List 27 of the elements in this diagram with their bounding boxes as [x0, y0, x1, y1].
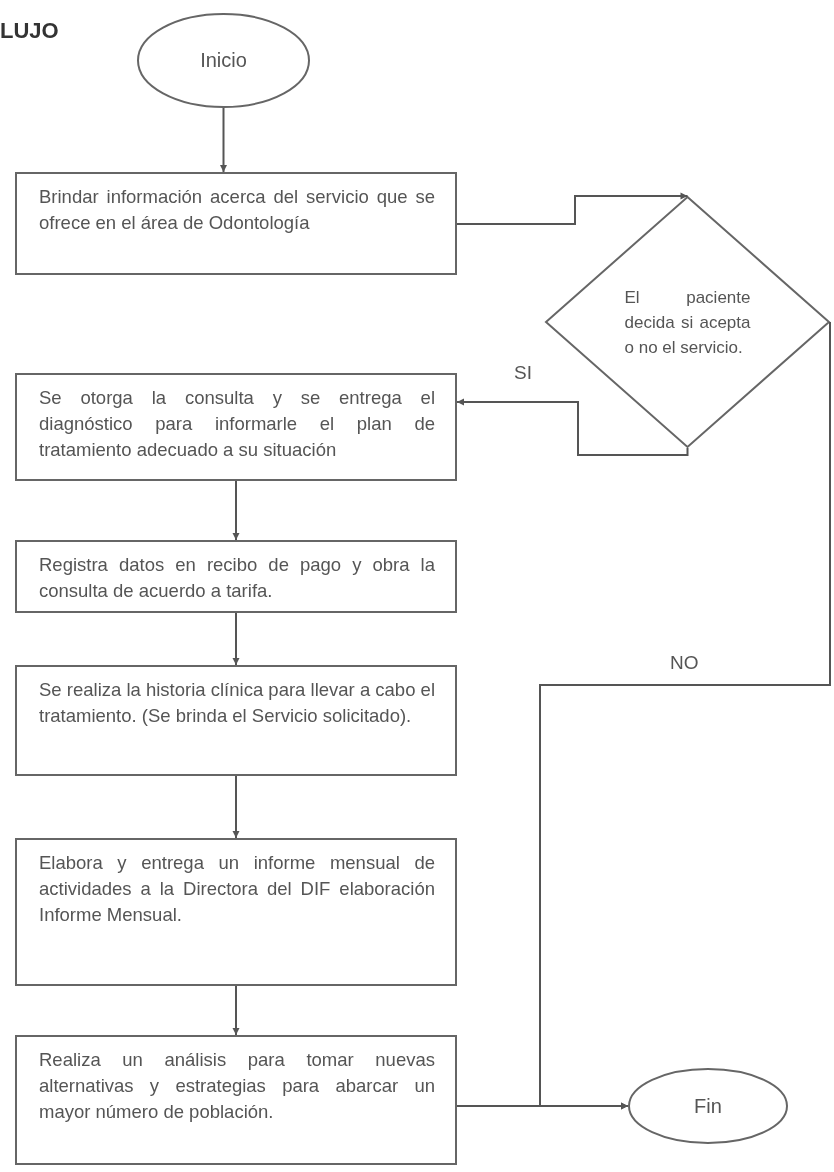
step-text: Se otorga la consulta y se entrega el diagnóstico para informarle el plan de tratamiento adecuado a su situación [39, 386, 435, 462]
process-box [15, 838, 457, 986]
step-text: Brindar información acerca del servicio que se ofrece en el área de Odontología [39, 185, 435, 235]
arrow [456, 192, 689, 225]
process-box [15, 1035, 457, 1165]
arrow [232, 775, 240, 839]
terminal-ellipse [628, 1068, 788, 1144]
arrow [456, 398, 689, 456]
arrow [232, 985, 240, 1036]
process-box [15, 172, 457, 275]
step-text: Elabora y entrega un informe mensual de actividades a la Directora del DIF elaboración Informe Mensual. [39, 851, 435, 927]
step-text: Realiza un análisis para tomar nuevas alternativas y estrategias para abarcar un mayor número de población. [39, 1048, 435, 1124]
arrow [220, 107, 227, 173]
step-text: Se realiza la historia clínica para llevar a cabo el tratamiento. (Se brinda el Servicio solicitado). [39, 678, 435, 728]
diagram-title: LUJO [0, 18, 59, 44]
process-box [15, 373, 457, 481]
decision-diamond [545, 196, 830, 448]
arrow [232, 612, 240, 666]
terminal-ellipse [137, 13, 310, 108]
process-box [15, 665, 457, 776]
terminal-label: Fin [694, 1094, 722, 1118]
process-box [15, 540, 457, 613]
step-text: Registra datos en recibo de pago y obra la consulta de acuerdo a tarifa. [39, 553, 435, 603]
decision-text: El paciente decida si acepta o no el servicio. [624, 286, 751, 359]
arrow [539, 321, 831, 1110]
terminal-label: Inicio [200, 49, 247, 72]
arrow [232, 480, 240, 541]
